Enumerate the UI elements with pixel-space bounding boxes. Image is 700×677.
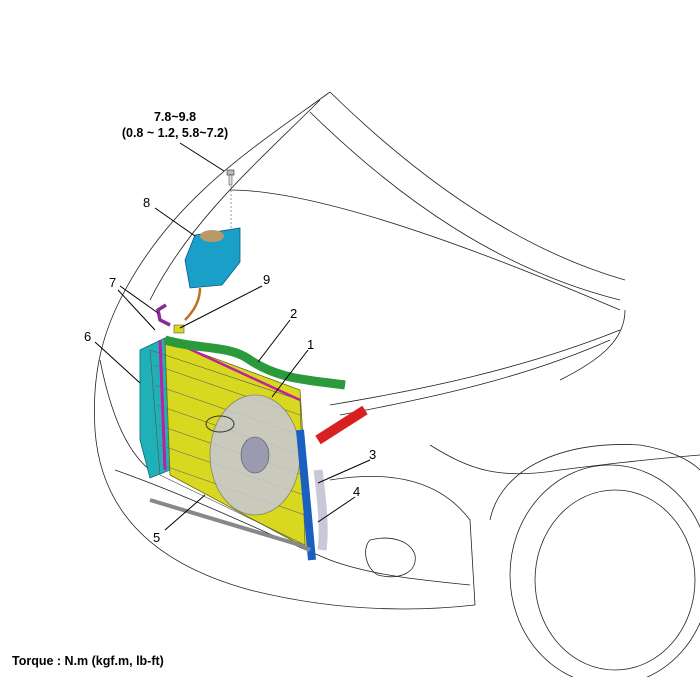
callout-6: 6 (84, 329, 91, 344)
radiator-assembly (139, 303, 368, 561)
torque-value-alt: (0.8 ~ 1.2, 5.8~7.2) (122, 126, 228, 140)
torque-units-caption: Torque : N.m (kgf.m, lb-ft) (12, 654, 164, 668)
callout-7: 7 (109, 275, 116, 290)
callout-9: 9 (263, 272, 270, 287)
bolt-icon (226, 169, 235, 228)
callout-3: 3 (369, 447, 376, 462)
callout-8: 8 (143, 195, 150, 210)
vehicle-body-outline (94, 91, 700, 677)
callout-5: 5 (153, 530, 160, 545)
coolant-reservoir (184, 227, 241, 321)
callout-1: 1 (307, 337, 314, 352)
torque-value: 7.8~9.8 (154, 110, 196, 124)
callout-4: 4 (353, 484, 360, 499)
leader-lines (94, 142, 371, 531)
callout-2: 2 (290, 306, 297, 321)
